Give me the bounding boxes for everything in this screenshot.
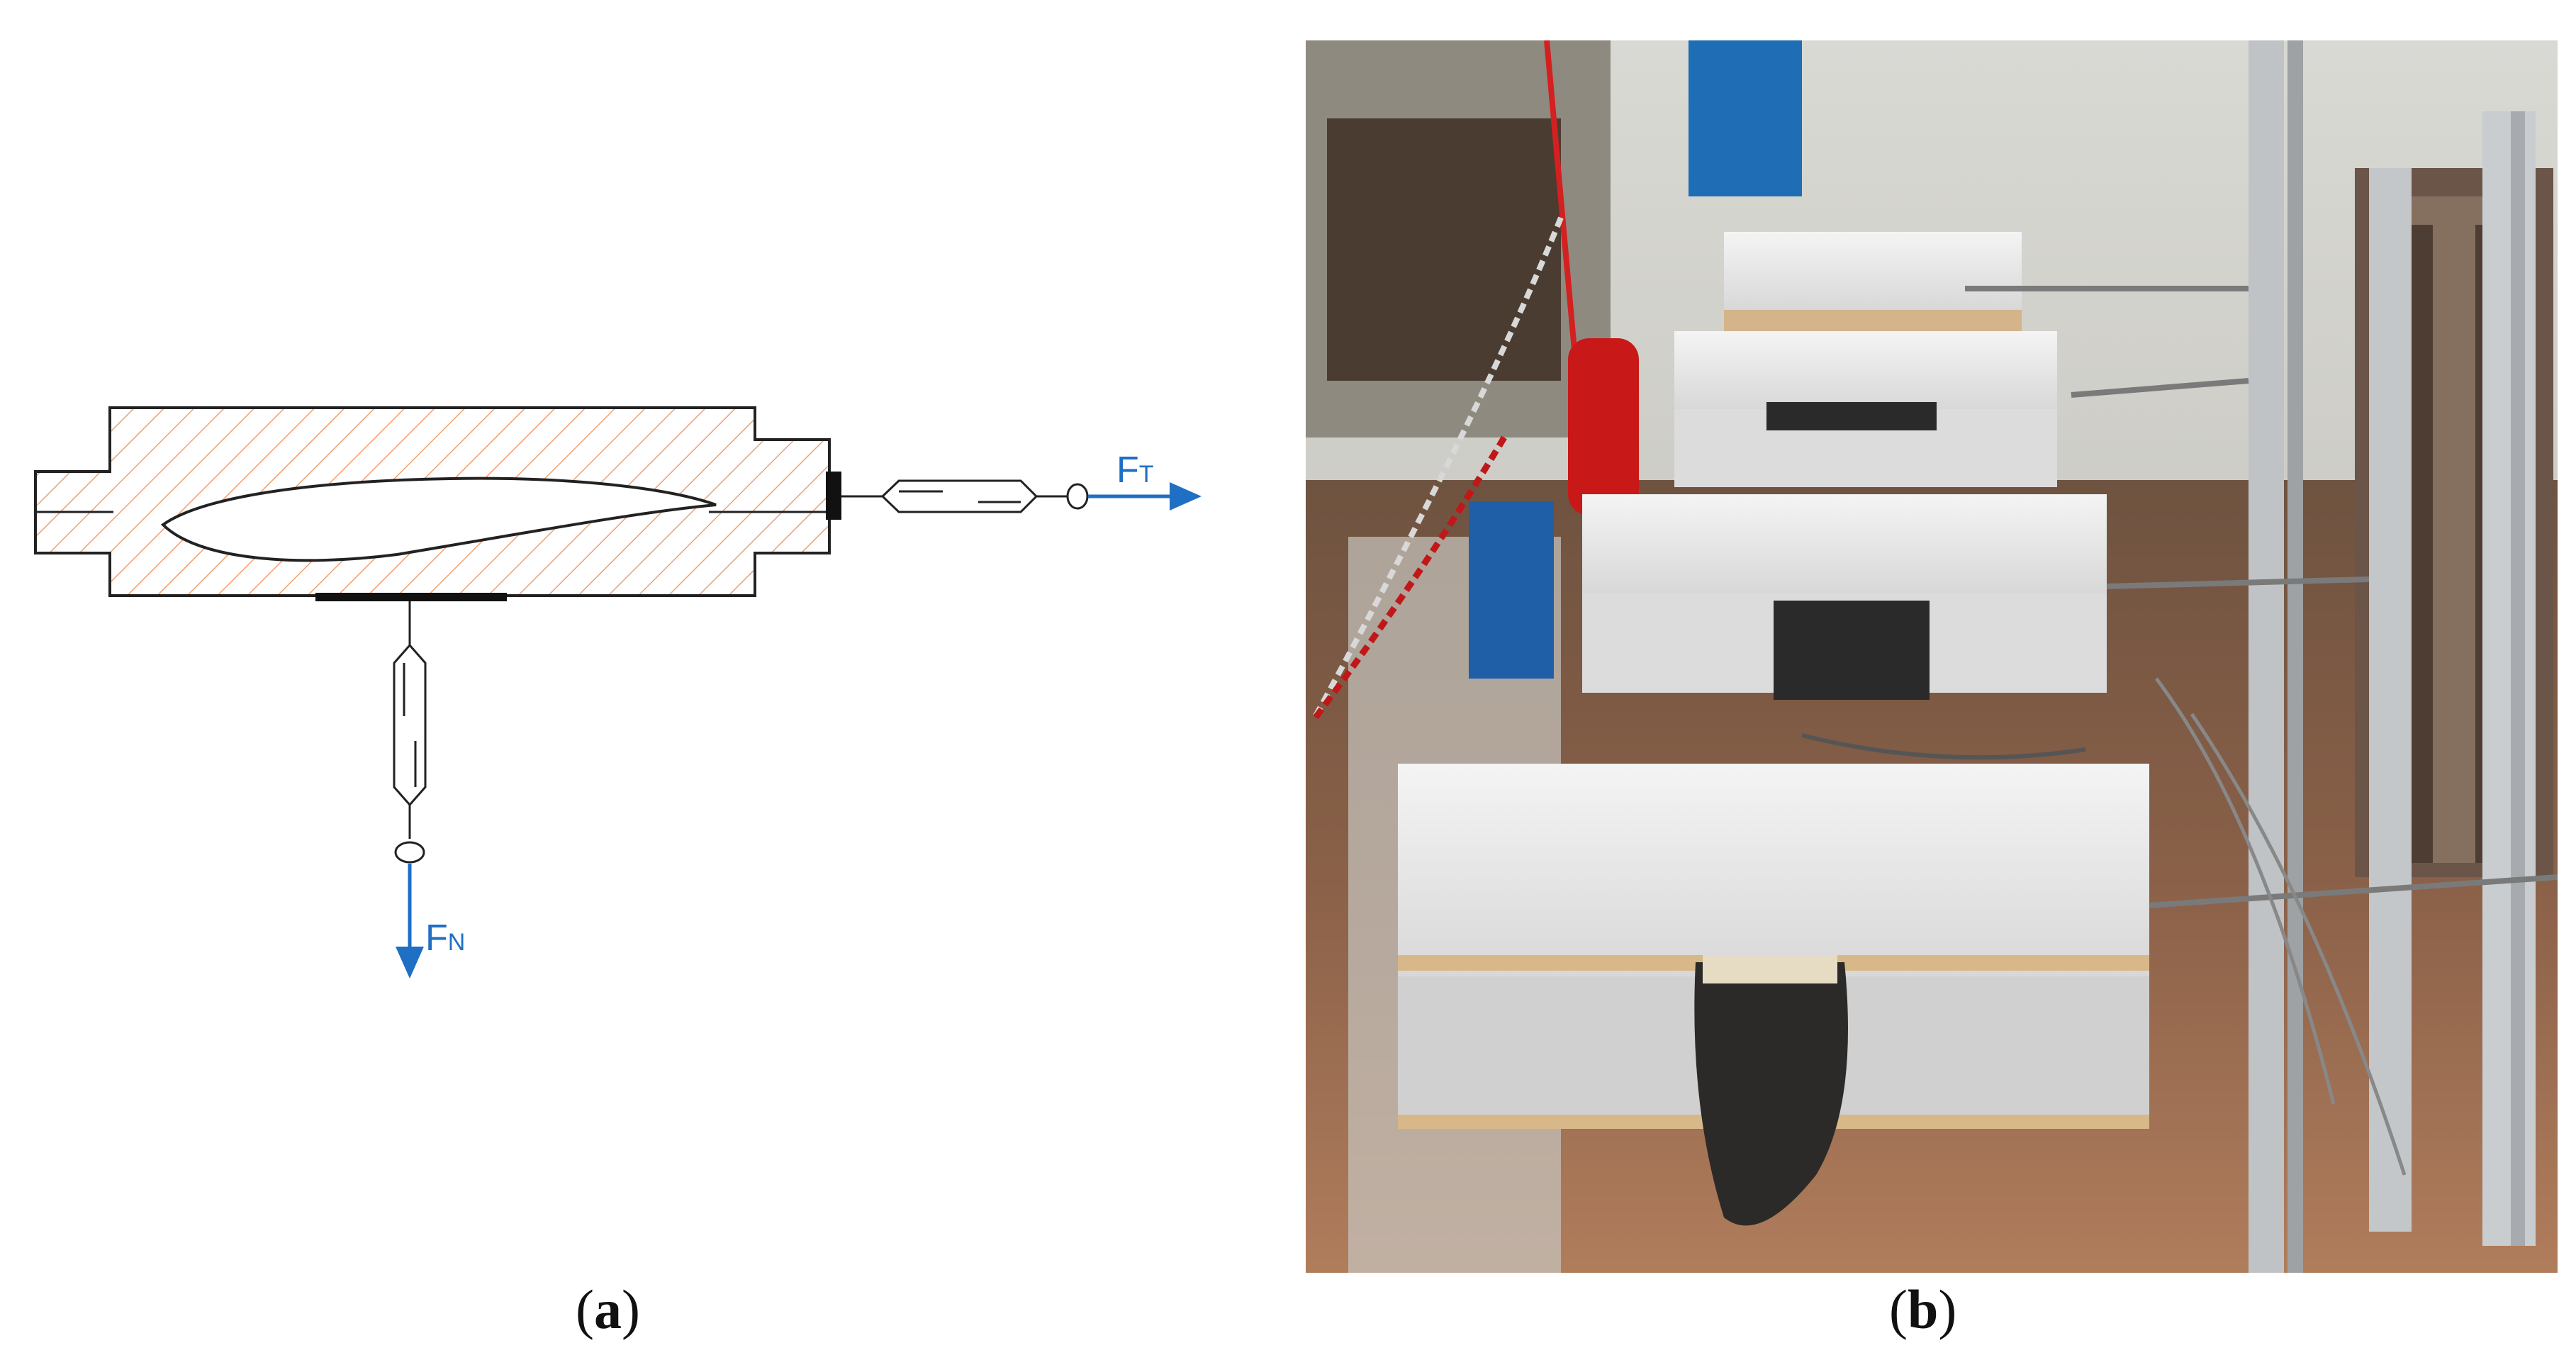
normal-load-point bbox=[394, 841, 425, 864]
tangential-force-label: FT bbox=[1116, 450, 1154, 491]
normal-load-cell bbox=[393, 643, 427, 807]
airfoil-specimen bbox=[1694, 962, 1848, 1226]
caption-a: (a) bbox=[576, 1278, 640, 1340]
tangential-load-point bbox=[1066, 483, 1089, 510]
schematic-diagram: FT FN bbox=[34, 406, 1202, 979]
airfoil-profile bbox=[160, 476, 717, 562]
test-setup-photo bbox=[1306, 40, 2558, 1273]
caption-b: (b) bbox=[1889, 1278, 1957, 1340]
normal-grip-plate bbox=[315, 593, 507, 601]
tangential-grip-plate bbox=[826, 472, 841, 520]
normal-force-label: FN bbox=[425, 918, 465, 959]
tangential-load-cell bbox=[880, 479, 1038, 513]
